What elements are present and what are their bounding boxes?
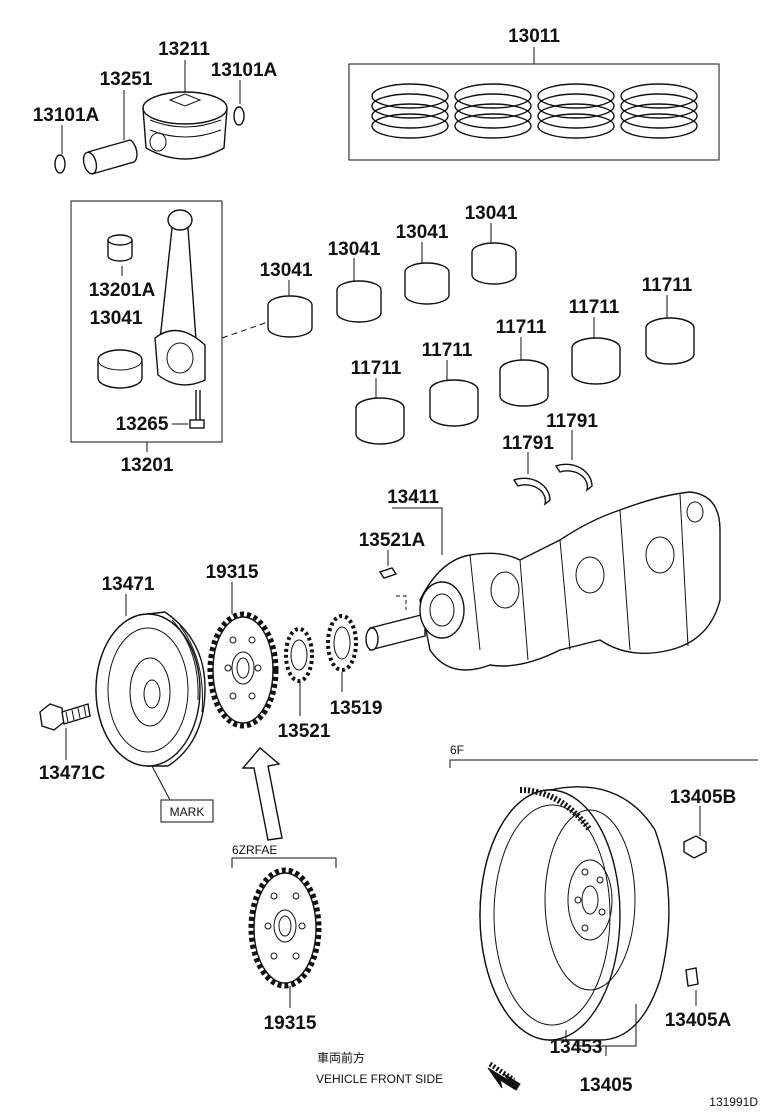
label-13041-c: 13041 bbox=[396, 222, 449, 243]
crankshaft-key bbox=[378, 567, 398, 579]
label-13519: 13519 bbox=[330, 698, 383, 719]
timing-rotor-bottom bbox=[248, 867, 322, 989]
connecting-rod-assembly bbox=[70, 200, 223, 452]
flywheel-dowel-pin bbox=[685, 967, 699, 987]
crank-sprocket-13519 bbox=[326, 614, 358, 672]
label-13041-rod: 13041 bbox=[90, 308, 143, 329]
label-11791-b: 11791 bbox=[546, 411, 598, 432]
label-13041-d: 13041 bbox=[465, 203, 518, 224]
label-11711-b: 11711 bbox=[422, 340, 473, 361]
label-11711-a: 11711 bbox=[351, 358, 402, 379]
up-arrow-icon bbox=[241, 747, 283, 841]
label-19315-top: 19315 bbox=[206, 562, 259, 583]
label-13011: 13011 bbox=[508, 26, 560, 47]
label-11711-c: 11711 bbox=[496, 317, 547, 338]
piston-ring-set bbox=[348, 47, 720, 161]
label-13521: 13521 bbox=[278, 721, 331, 742]
variant-label-6f: 6F bbox=[450, 743, 464, 757]
label-13101a-right: 13101A bbox=[211, 60, 278, 81]
label-13201a: 13201A bbox=[89, 280, 156, 301]
diagram-id: 131991D bbox=[709, 1095, 758, 1109]
crankshaft-pulley bbox=[95, 611, 206, 767]
vehicle-front-label-en: VEHICLE FRONT SIDE bbox=[316, 1072, 443, 1086]
pulley-bolt bbox=[39, 703, 91, 731]
drive-plate-flywheel bbox=[479, 786, 670, 1041]
thrust-washers-11791 bbox=[512, 463, 593, 506]
label-13101a-left: 13101A bbox=[33, 105, 100, 126]
rod-bearings-13041 bbox=[267, 242, 517, 338]
label-13041-a: 13041 bbox=[260, 260, 313, 281]
label-11791-a: 11791 bbox=[502, 433, 554, 454]
label-13201: 13201 bbox=[121, 455, 174, 476]
label-11711-e: 11711 bbox=[642, 275, 693, 296]
label-13453: 13453 bbox=[550, 1037, 603, 1058]
label-13405: 13405 bbox=[580, 1075, 633, 1096]
label-13405a: 13405A bbox=[665, 1010, 732, 1031]
label-13411: 13411 bbox=[387, 487, 439, 508]
vehicle-front-arrow-icon bbox=[487, 1061, 521, 1091]
label-13041-b: 13041 bbox=[328, 239, 381, 260]
piston bbox=[142, 91, 228, 160]
label-13251: 13251 bbox=[100, 69, 153, 90]
label-13211: 13211 bbox=[158, 39, 210, 60]
crank-sprocket-13521 bbox=[284, 627, 314, 683]
mark-box bbox=[160, 799, 214, 823]
crankshaft bbox=[365, 491, 721, 671]
piston-pin bbox=[82, 139, 138, 175]
variant-label-6zrfae: 6ZRFAE bbox=[232, 843, 277, 857]
label-19315-bottom: 19315 bbox=[264, 1013, 317, 1034]
vehicle-front-label-jp: 車両前方 bbox=[317, 1050, 365, 1065]
label-13265: 13265 bbox=[116, 414, 169, 435]
timing-rotor-top bbox=[207, 611, 279, 729]
mark-label: MARK bbox=[170, 805, 205, 819]
label-13471c: 13471C bbox=[39, 763, 106, 784]
main-bearings-11711 bbox=[355, 317, 695, 445]
label-11711-d: 11711 bbox=[569, 297, 620, 318]
label-13471: 13471 bbox=[102, 574, 155, 595]
label-13521a: 13521A bbox=[359, 530, 426, 551]
piston-pin-clip-left bbox=[54, 154, 66, 174]
label-13405b: 13405B bbox=[670, 787, 737, 808]
flywheel-bolt bbox=[683, 835, 707, 859]
piston-pin-clip-right bbox=[233, 106, 245, 126]
